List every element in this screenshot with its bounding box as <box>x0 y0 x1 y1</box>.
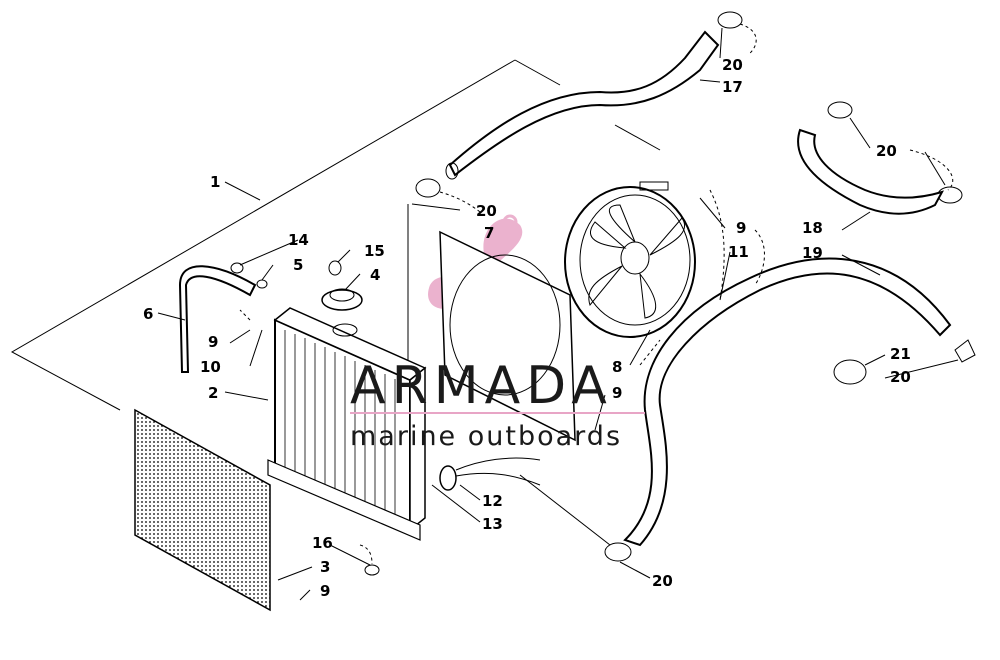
callout-20-lower-right: 20 <box>890 368 911 386</box>
fitting-5 <box>256 279 268 289</box>
callout-16: 16 <box>312 534 333 552</box>
hose-clamp-top <box>717 11 743 29</box>
plug-15 <box>328 260 342 276</box>
brand-subtitle: marine outboards <box>350 421 622 452</box>
electric-fan <box>564 181 696 338</box>
callout-6: 6 <box>143 305 153 323</box>
callout-19: 19 <box>802 244 823 262</box>
overflow-hose <box>178 265 257 373</box>
brand-title: ARMADA <box>350 356 613 416</box>
hose-18 <box>797 128 945 215</box>
radiator <box>267 307 427 541</box>
assembly-bracket-outline-top <box>514 59 561 86</box>
callout-9-left: 9 <box>208 333 218 351</box>
callout-labels: 1 2 3 4 5 6 7 8 9 9 9 9 10 11 12 13 14 1… <box>143 56 911 600</box>
callout-9-bottom: 9 <box>320 582 330 600</box>
temp-sensor-12 <box>439 457 541 491</box>
callout-7: 7 <box>484 224 494 242</box>
callout-14: 14 <box>288 231 309 249</box>
callout-9-shroud: 9 <box>612 384 622 402</box>
fan-shroud <box>439 230 576 442</box>
hose-clamp-right-lower <box>937 186 963 204</box>
lower-hose <box>623 257 976 547</box>
callout-3: 3 <box>320 558 330 576</box>
callout-20-upper-left: 20 <box>476 202 497 220</box>
hose-clamp-upper-left <box>415 178 441 198</box>
assembly-bracket-outline <box>10 59 516 411</box>
callout-5: 5 <box>293 256 303 274</box>
drain-plug-16 <box>364 564 380 576</box>
callout-9-fan: 9 <box>736 219 746 237</box>
callout-12: 12 <box>482 492 503 510</box>
upper-hose <box>445 30 720 180</box>
callout-8: 8 <box>612 358 622 376</box>
callout-13: 13 <box>482 515 503 533</box>
spring-clamp <box>833 359 867 385</box>
callout-20-bottom: 20 <box>652 572 673 590</box>
radiator-cap <box>321 288 363 311</box>
hose-clamp-bottom <box>604 542 632 562</box>
callout-17: 17 <box>722 78 743 96</box>
callout-20-right: 20 <box>876 142 897 160</box>
callout-15: 15 <box>364 242 385 260</box>
callout-10: 10 <box>200 358 221 376</box>
brand-watermark: ARMADA marine outboards <box>350 356 645 452</box>
callout-2: 2 <box>208 384 218 402</box>
callout-20-top: 20 <box>722 56 743 74</box>
callout-4: 4 <box>370 266 380 284</box>
callout-18: 18 <box>802 219 823 237</box>
dashed-assembly-lines <box>239 23 954 565</box>
fitting-14 <box>230 262 244 274</box>
callout-21: 21 <box>890 345 911 363</box>
callout-11: 11 <box>728 243 749 261</box>
callout-1: 1 <box>210 173 220 191</box>
hose-clamp-right-upper <box>827 101 853 119</box>
radiator-screen <box>134 408 271 612</box>
